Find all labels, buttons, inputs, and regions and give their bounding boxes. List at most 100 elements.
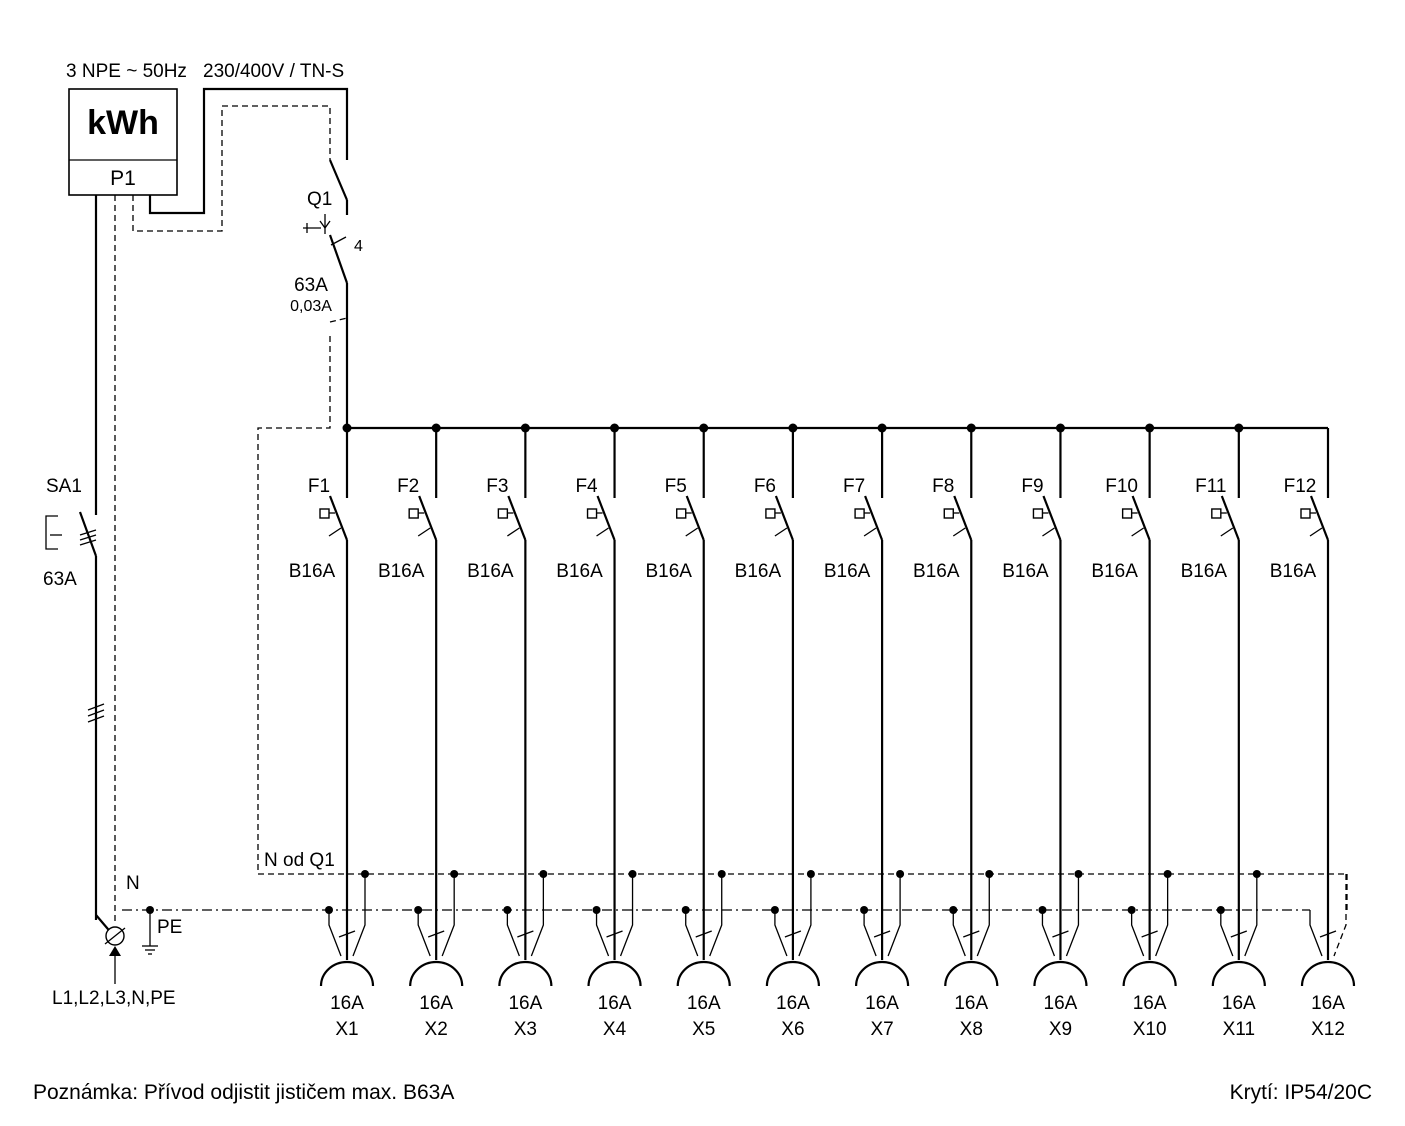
- conductor-mark: [517, 930, 534, 938]
- socket-icon: [676, 960, 731, 987]
- magnetic-release-mark: [417, 527, 431, 537]
- breaker-designation: F7: [843, 476, 865, 497]
- socket-icon: [944, 960, 999, 987]
- branch-pe-wire: [1309, 910, 1323, 957]
- conductor-mark: [606, 930, 623, 938]
- magnetic-release-mark: [328, 527, 342, 537]
- magnetic-release-mark: [1042, 527, 1055, 537]
- magnetic-release-mark: [596, 527, 609, 537]
- thermal-release-icon: [1300, 508, 1311, 519]
- conductor-mark: [1052, 930, 1069, 938]
- breaker-designation: F12: [1284, 476, 1317, 497]
- inlet-conductors: L1,L2,L3,N,PE: [52, 988, 176, 1009]
- breaker-contact: [1131, 495, 1151, 541]
- breaker-rating: B16A: [289, 561, 336, 582]
- thermal-release-icon: [1032, 508, 1044, 519]
- socket-rating: 16A: [1133, 993, 1167, 1014]
- conductor-mark: [695, 930, 712, 938]
- branch-pe-wire: [1220, 910, 1234, 957]
- magnetic-release-mark: [1220, 527, 1234, 537]
- breaker-rating: B16A: [1181, 561, 1228, 582]
- breaker-contact: [685, 495, 705, 541]
- breaker-rating: B16A: [1002, 561, 1049, 582]
- branch-pe-wire: [506, 910, 520, 957]
- socket-icon: [765, 960, 821, 987]
- branch-pe-wire: [863, 910, 877, 957]
- breaker-contact: [596, 495, 616, 541]
- branch-neutral-wire: [352, 874, 366, 957]
- magnetic-release-mark: [1131, 527, 1144, 537]
- branch-neutral-wire: [441, 874, 455, 957]
- breaker-rating: B16A: [1091, 561, 1138, 582]
- branch-neutral-wire: [976, 874, 990, 957]
- main-rcd-q1: [303, 159, 349, 323]
- socket-rating: 16A: [865, 993, 899, 1014]
- sa1-rating: 63A: [43, 569, 77, 590]
- cable-inlet: [95, 906, 158, 984]
- main-switch-sa1: [45, 195, 116, 922]
- branch-neutral-wire: [1244, 874, 1258, 957]
- thermal-release-icon: [765, 508, 776, 519]
- socket-icon: [1033, 960, 1088, 987]
- conductor-mark: [338, 930, 356, 938]
- breaker-rating: B16A: [378, 561, 425, 582]
- breaker-contact: [864, 495, 884, 541]
- inlet-pe-label: PE: [157, 917, 182, 938]
- breaker-designation: F10: [1105, 476, 1138, 497]
- breaker-designation: F2: [397, 476, 419, 497]
- breaker-contact: [1042, 495, 1062, 541]
- magnetic-release-mark: [685, 527, 699, 537]
- socket-designation: X8: [960, 1019, 983, 1040]
- breaker-designation: F3: [486, 476, 508, 497]
- thermal-release-icon: [854, 508, 865, 519]
- breaker-contact: [1220, 495, 1240, 541]
- branch-neutral-wire: [798, 874, 812, 957]
- breaker-designation: F8: [932, 476, 954, 497]
- q1-output-neutral: [257, 336, 331, 874]
- magnetic-release-mark: [774, 527, 788, 537]
- thermal-release-icon: [943, 508, 954, 519]
- socket-rating: 16A: [1044, 993, 1078, 1014]
- conductor-mark: [784, 930, 802, 938]
- thermal-release-icon: [676, 508, 687, 519]
- socket-rating: 16A: [330, 993, 364, 1014]
- branch-neutral-wire: [1333, 874, 1347, 957]
- branch-neutral-wire: [709, 874, 723, 957]
- branch-pe-wire: [328, 910, 342, 957]
- breaker-designation: F11: [1195, 476, 1226, 497]
- breaker-designation: F5: [665, 476, 687, 497]
- branch-neutral-wire: [619, 874, 634, 957]
- conductor-mark: [1141, 930, 1158, 938]
- footer-note: Poznámka: Přívod odjistit jističem max. …: [33, 1081, 454, 1104]
- socket-designation: X9: [1049, 1019, 1072, 1040]
- supply-voltage: 230/400V / TN-S: [203, 61, 344, 82]
- thermal-release-icon: [497, 508, 509, 519]
- breaker-contact: [507, 495, 527, 541]
- socket-designation: X4: [603, 1019, 627, 1040]
- socket-icon: [498, 960, 553, 987]
- conductor-mark: [1230, 930, 1248, 938]
- inlet-neutral-label: N: [126, 873, 140, 894]
- branch-neutral-wire: [1065, 874, 1080, 957]
- socket-rating: 16A: [1222, 993, 1256, 1014]
- socket-designation: X3: [514, 1019, 537, 1040]
- socket-designation: X7: [870, 1019, 893, 1040]
- socket-designation: X5: [692, 1019, 715, 1040]
- breaker-rating: B16A: [645, 561, 692, 582]
- sa1-designation: SA1: [46, 476, 82, 497]
- thermal-release-icon: [586, 508, 598, 519]
- magnetic-release-mark: [952, 527, 966, 537]
- branch-neutral-wire: [1155, 874, 1169, 957]
- branch-pe-wire: [595, 910, 610, 957]
- meter-unit: kWh: [87, 104, 159, 142]
- meter-to-q1-phase: [148, 87, 349, 215]
- breaker-rating: B16A: [1270, 561, 1317, 582]
- branch-pe-wire: [685, 910, 699, 957]
- breaker-rating: B16A: [824, 561, 871, 582]
